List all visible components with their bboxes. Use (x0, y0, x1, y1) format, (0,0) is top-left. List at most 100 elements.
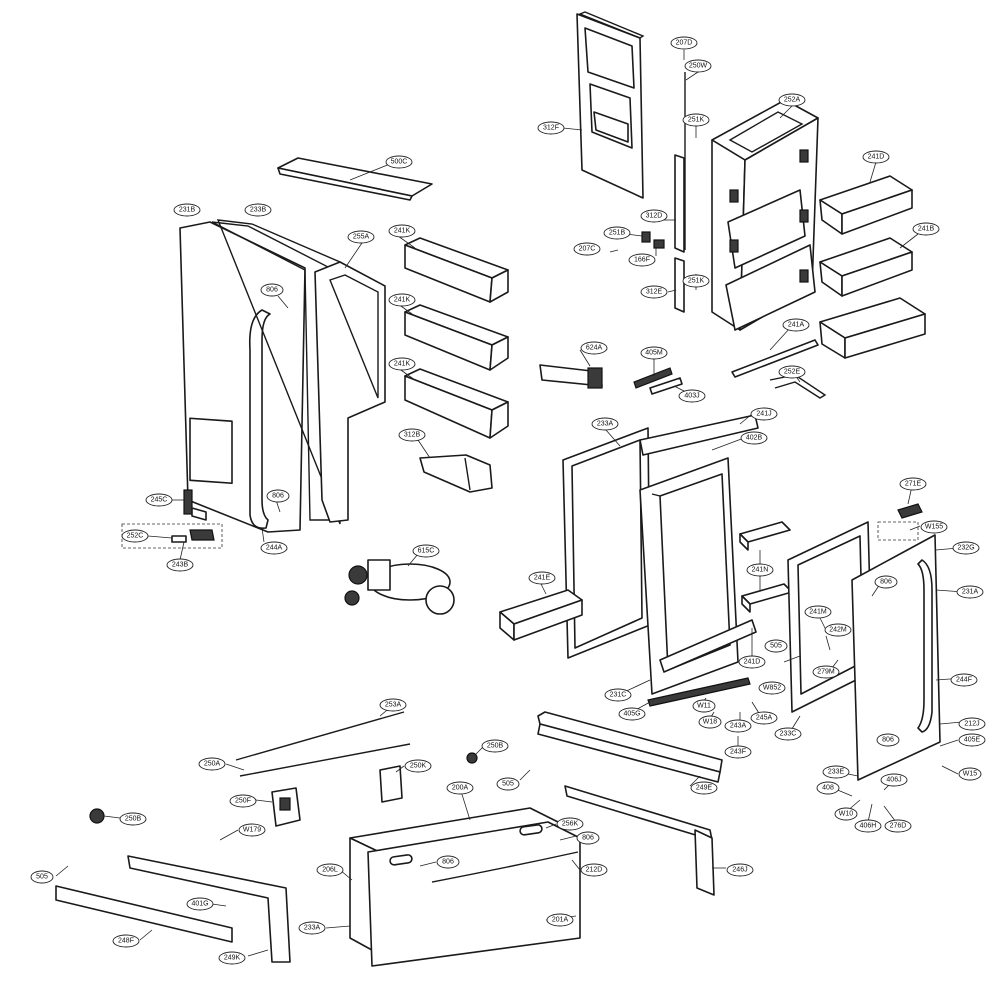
callout-241k-2: 241K (388, 293, 416, 307)
part-241k-bin-1 (404, 237, 509, 303)
callout-233e: 233E (822, 765, 850, 779)
callout-label: 245C (151, 497, 168, 504)
callout-label: 406H (860, 823, 877, 830)
callout-label: 252E (784, 369, 801, 376)
callout-250a: 250A (198, 757, 226, 771)
callout-249k: 249K (218, 951, 246, 965)
callout-label: 624A (586, 345, 603, 352)
part-241d-bar (659, 619, 757, 673)
part-624a-filter (539, 364, 603, 389)
callout-312b: 312B (398, 428, 426, 442)
callout-250f: 250F (229, 794, 257, 808)
callout-252a: 252A (778, 93, 806, 107)
callout-label: 241K (394, 361, 411, 368)
callout-312e: 312E (640, 285, 668, 299)
callout-241b: 241B (912, 222, 940, 236)
callout-label: W11 (697, 703, 711, 710)
callout-label: 250W (689, 63, 708, 70)
part-248f-rail (55, 885, 233, 943)
part-245c-bracket (183, 489, 207, 521)
callout-243a: 243A (724, 719, 752, 733)
callout-212d: 212D (580, 863, 608, 877)
part-250k-bracket (379, 765, 403, 803)
part-252a-housing (711, 99, 819, 331)
callout-label: 246J (732, 867, 747, 874)
callout-label: 405M (645, 350, 663, 357)
callout-label: 250F (235, 798, 251, 805)
part-249k-rail (127, 855, 291, 963)
callout-241j: 241J (750, 407, 778, 421)
callout-label: 405G (623, 711, 640, 718)
callout-402b: 402B (740, 431, 768, 445)
callout-406h: 406H (854, 819, 882, 833)
callout-245c: 245C (145, 493, 173, 507)
callout-401g: 401G (186, 897, 214, 911)
part-255a-liner (314, 261, 386, 523)
callout-403j: 403J (678, 389, 706, 403)
callout-w155: W155 (920, 520, 948, 534)
callout-label: 252A (784, 97, 801, 104)
part-241d-bin (819, 175, 913, 235)
part-166f-clip (653, 239, 665, 249)
callout-251k-top: 251K (682, 113, 710, 127)
part-231c-door (639, 457, 739, 695)
callout-label: 241J (756, 411, 771, 418)
callout-label: 207D (676, 40, 693, 47)
callout-405m: 405M (640, 346, 668, 360)
callout-label: 255A (353, 234, 370, 241)
callout-label: 251K (688, 278, 705, 285)
callout-label: 241M (809, 609, 827, 616)
callout-405g: 405G (618, 707, 646, 721)
callout-244a: 244A (260, 541, 288, 555)
part-312d-rail (674, 154, 685, 253)
callout-label: 245A (756, 715, 773, 722)
callout-label: 806 (882, 737, 894, 744)
callout-label: 166F (634, 257, 650, 264)
part-250b-knob-top (466, 752, 478, 764)
callout-200a: 200A (446, 781, 474, 795)
callout-label: W852 (763, 685, 781, 692)
callout-label: 806 (272, 493, 284, 500)
callout-806-e: 806 (576, 831, 600, 845)
callout-806-a: 806 (260, 283, 284, 297)
callout-w18: W18 (698, 715, 722, 729)
callout-615c: 615C (412, 544, 440, 558)
callout-label: 312B (404, 432, 421, 439)
callout-246j: 246J (726, 863, 754, 877)
callout-233b: 233B (244, 203, 272, 217)
callout-label: 241B (918, 226, 935, 233)
callout-248f: 248F (112, 934, 140, 948)
callout-624a: 624A (580, 341, 608, 355)
callout-231b: 231B (173, 203, 201, 217)
callout-label: 244A (266, 545, 283, 552)
part-200a-drawer-front (349, 807, 581, 967)
callout-label: 241K (394, 297, 411, 304)
callout-label: 271E (905, 481, 922, 488)
callout-label: 248F (118, 938, 134, 945)
callout-233a-b: 233A (298, 921, 326, 935)
callout-232g: 232G (952, 541, 980, 555)
callout-806-f: 806 (436, 855, 460, 869)
part-241k-bin-2 (404, 304, 509, 371)
part-241e-tray (499, 589, 583, 641)
callout-251b: 251B (603, 226, 631, 240)
callout-label: 405E (964, 737, 981, 744)
callout-w15: W15 (958, 767, 982, 781)
part-251b-clip (641, 231, 651, 243)
callout-label: 251K (688, 117, 705, 124)
part-615c-valve (344, 559, 455, 615)
callout-w10: W10 (834, 807, 858, 821)
callout-212j: 212J (958, 717, 986, 731)
callout-271e: 271E (899, 477, 927, 491)
callout-241m: 241M (804, 605, 832, 619)
part-250f-bracket (271, 787, 301, 827)
callout-w11: W11 (692, 699, 716, 713)
part-231b-left-door (179, 221, 306, 533)
callout-207c: 207C (573, 242, 601, 256)
callout-label: 201A (552, 917, 569, 924)
callout-label: 233A (597, 421, 614, 428)
callout-label: 505 (36, 874, 48, 881)
callout-label: 206L (322, 867, 338, 874)
callout-256k: 256K (556, 817, 584, 831)
callout-label: 500C (391, 159, 408, 166)
